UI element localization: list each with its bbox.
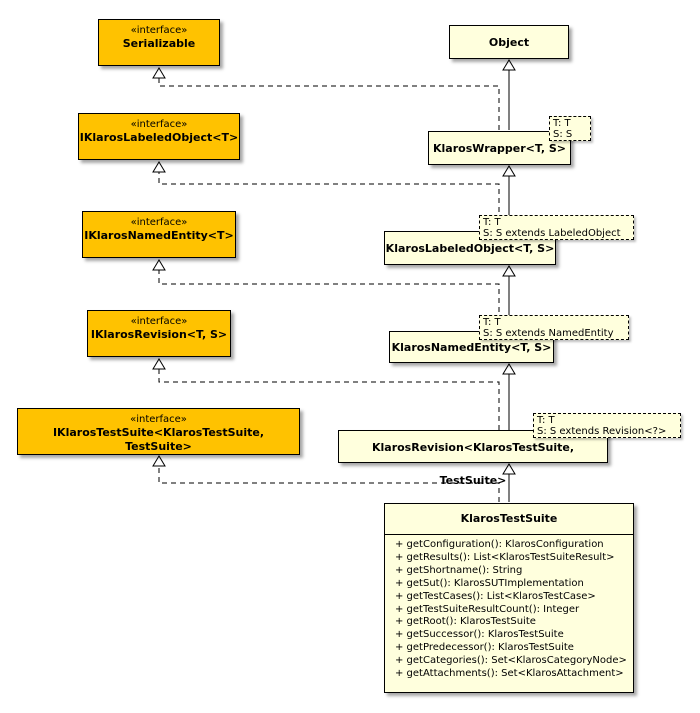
- stereotype-label: «interface»: [130, 217, 188, 228]
- method-item: + getSut(): KlarosSUTImplementation: [395, 577, 584, 589]
- extends-arrowhead: [502, 265, 516, 277]
- implements-arrowhead: [152, 455, 166, 467]
- class-name: KlarosLabeledObject<T, S>: [385, 242, 555, 255]
- extends-arrowhead: [502, 165, 516, 177]
- method-item: + getShortname(): String: [395, 564, 523, 576]
- stereotype-label: «interface»: [130, 119, 188, 130]
- extends-arrowhead: [502, 363, 516, 375]
- implements-line: [158, 466, 500, 502]
- method-item: + getAttachments(): Set<KlarosAttachment…: [395, 668, 624, 680]
- class-klaros-revision[interactable]: KlarosRevision<KlarosTestSuite, TestSuit…: [338, 430, 608, 487]
- interface-name: IKlarosNamedEntity<T>: [84, 229, 234, 242]
- type-param: S: S: [553, 129, 573, 140]
- implements-line: [158, 78, 500, 130]
- method-item: + getTestSuiteResultCount(): Integer: [395, 603, 580, 615]
- stereotype-label: «interface»: [130, 414, 187, 425]
- extends-arrowhead: [502, 59, 516, 71]
- method-list: + getConfiguration(): KlarosConfiguratio…: [385, 535, 633, 681]
- method-item: + getPredecessor(): KlarosTestSuite: [395, 642, 574, 654]
- interface-test-suite[interactable]: «interface» IKlarosTestSuite<KlarosTestS…: [17, 408, 300, 455]
- interface-named-entity[interactable]: «interface» IKlarosNamedEntity<T>: [82, 211, 236, 258]
- class-klaros-named-entity[interactable]: KlarosNamedEntity<T, S>: [389, 331, 554, 363]
- class-name: KlarosWrapper<T, S>: [433, 142, 566, 155]
- class-klaros-test-suite[interactable]: KlarosTestSuite + getConfiguration(): Kl…: [384, 503, 634, 693]
- implements-line: [158, 270, 500, 330]
- implements-arrowhead: [152, 259, 166, 271]
- interface-name: IKlarosLabeledObject<T>: [79, 131, 239, 144]
- method-item: + getTestCases(): List<KlarosTestCase>: [395, 590, 596, 602]
- interface-name: IKlarosTestSuite<KlarosTestSuite, TestSu…: [52, 426, 265, 453]
- type-param: T: T: [483, 217, 501, 228]
- type-param: T: T: [537, 415, 555, 426]
- method-item: + getResults(): List<KlarosTestSuiteResu…: [395, 551, 615, 563]
- implements-line: [158, 369, 500, 430]
- class-name: KlarosRevision<KlarosTestSuite, TestSuit…: [371, 441, 575, 487]
- class-name: Object: [488, 36, 530, 49]
- type-param: S: S extends LabeledObject: [483, 228, 621, 239]
- type-params-revision: T: T S: S extends Revision<?>: [533, 413, 681, 438]
- class-name: KlarosTestSuite: [385, 504, 633, 535]
- interface-name: Serializable: [122, 37, 196, 50]
- type-param: S: S extends NamedEntity: [483, 328, 614, 339]
- interface-revision[interactable]: «interface» IKlarosRevision<T, S>: [87, 310, 231, 357]
- interface-serializable[interactable]: «interface» Serializable: [98, 19, 220, 66]
- implements-arrowhead: [152, 358, 166, 370]
- type-params-wrapper: T: T S: S: [549, 116, 591, 141]
- class-name: KlarosNamedEntity<T, S>: [391, 341, 552, 354]
- method-item: + getConfiguration(): KlarosConfiguratio…: [395, 539, 604, 550]
- method-item: + getCategories(): Set<KlarosCategoryNod…: [395, 655, 627, 667]
- type-param: T: T: [553, 118, 571, 129]
- class-klaros-wrapper[interactable]: KlarosWrapper<T, S>: [428, 131, 571, 165]
- stereotype-label: «interface»: [130, 316, 188, 327]
- extends-arrowhead: [502, 463, 516, 475]
- type-param: S: S extends Revision<?>: [537, 426, 667, 437]
- interface-labeled-object[interactable]: «interface» IKlarosLabeledObject<T>: [78, 113, 240, 160]
- type-param: T: T: [483, 317, 501, 328]
- class-object[interactable]: Object: [449, 25, 569, 59]
- implements-arrowhead: [152, 67, 166, 79]
- method-item: + getRoot(): KlarosTestSuite: [395, 616, 536, 628]
- method-item: + getSuccessor(): KlarosTestSuite: [395, 629, 564, 641]
- type-params-labeled-object: T: T S: S extends LabeledObject: [479, 215, 634, 240]
- stereotype-label: «interface»: [130, 25, 188, 36]
- implements-arrowhead: [152, 161, 166, 173]
- type-params-named-entity: T: T S: S extends NamedEntity: [479, 315, 629, 340]
- implements-line: [158, 172, 500, 230]
- interface-name: IKlarosRevision<T, S>: [90, 328, 228, 341]
